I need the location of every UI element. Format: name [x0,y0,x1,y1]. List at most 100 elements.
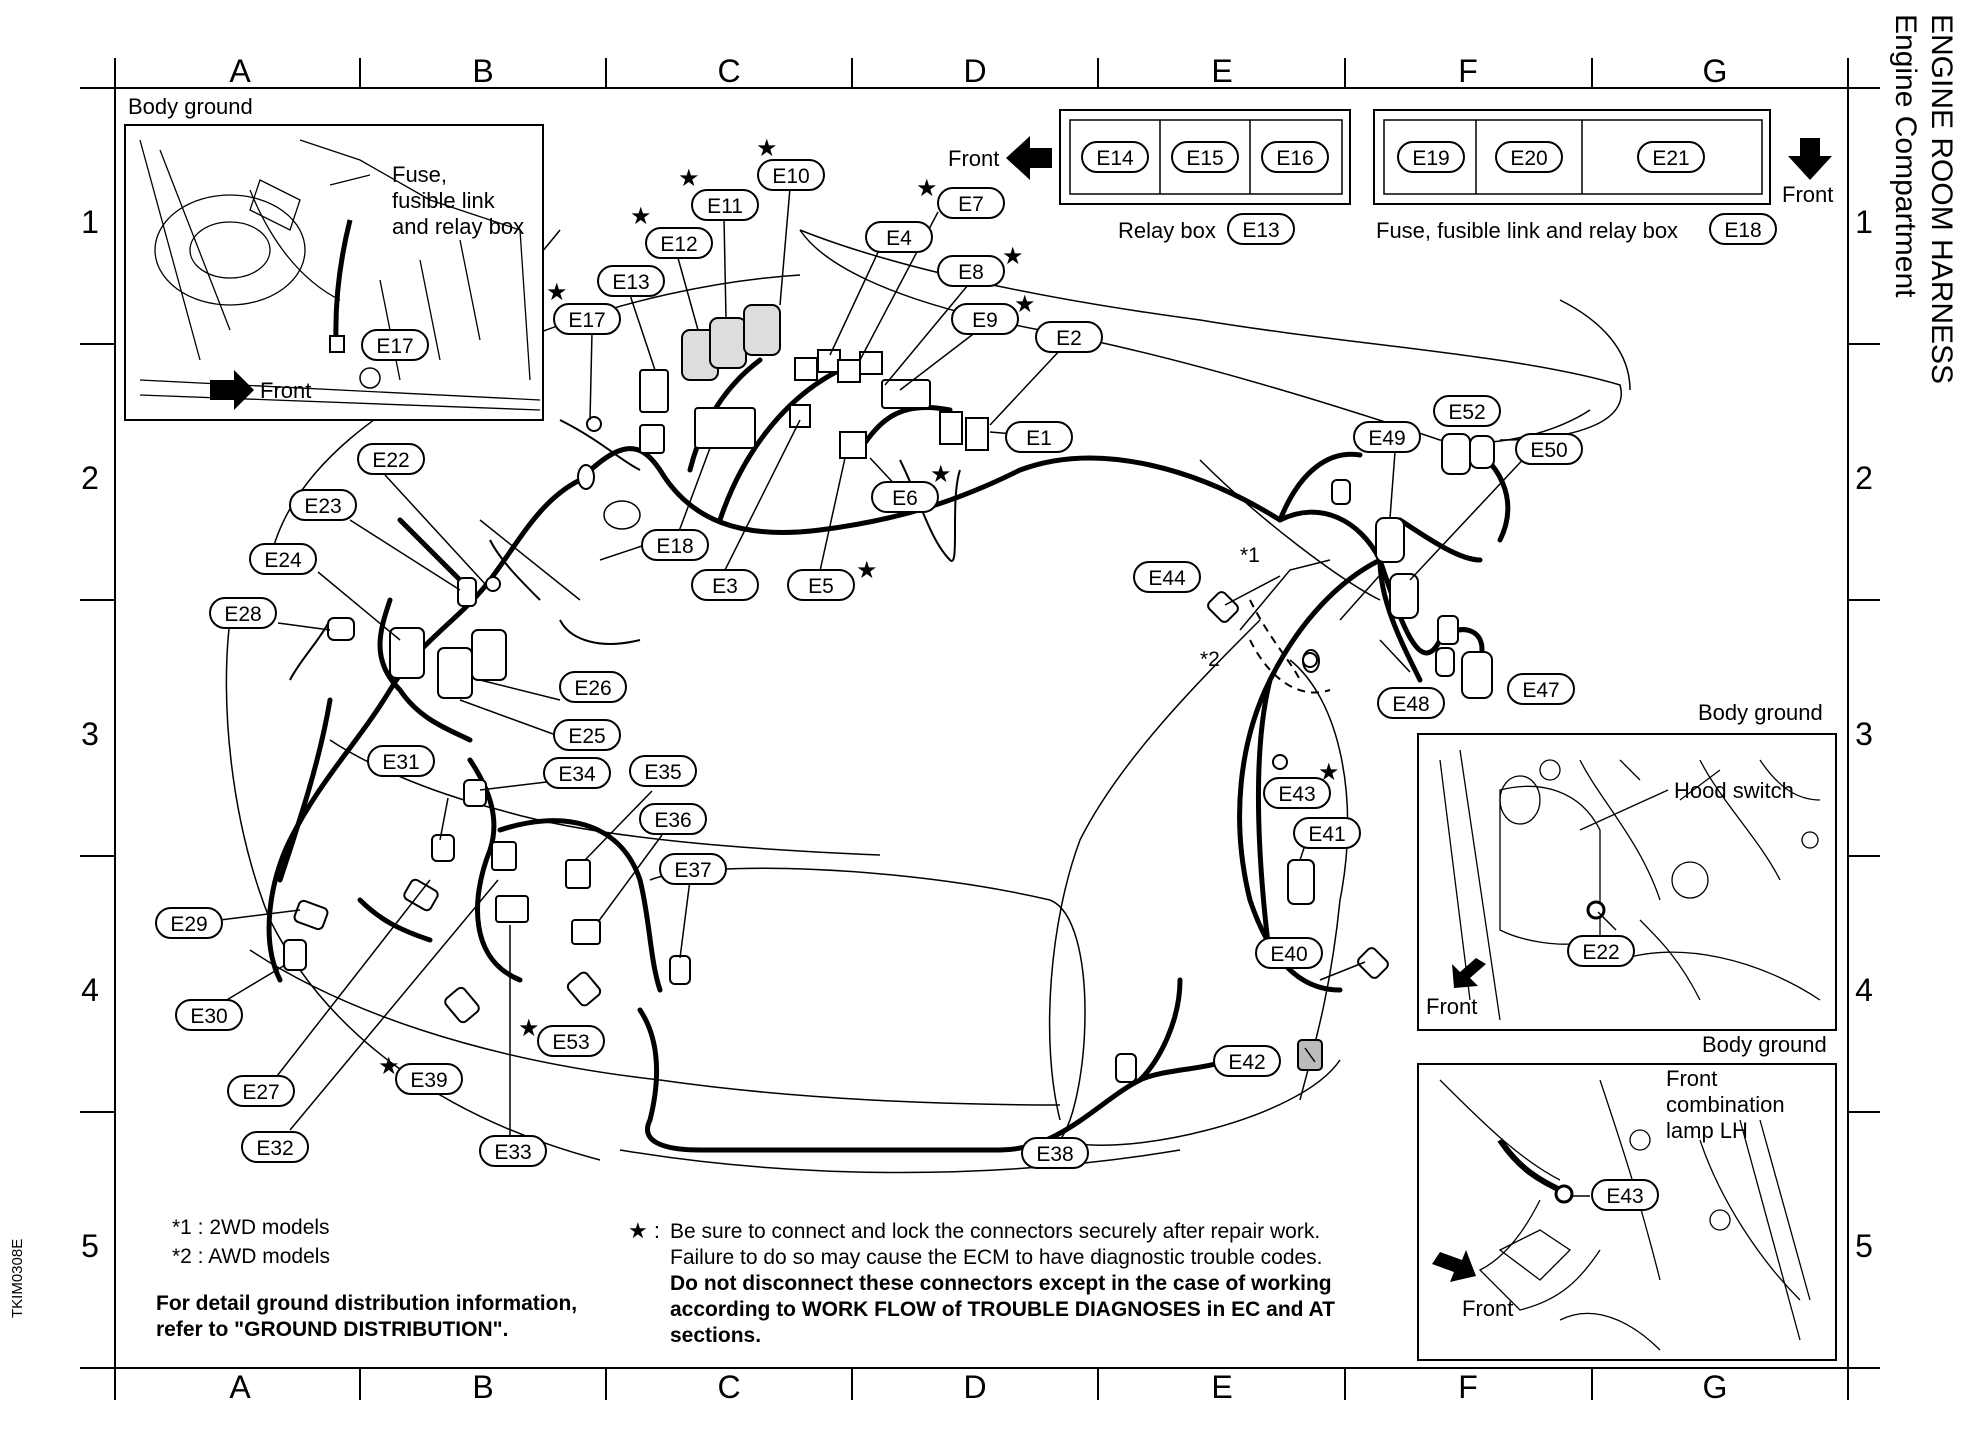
tag-e8: E8 [937,255,1005,287]
svg-text:E18: E18 [1724,219,1761,242]
front-arrow-down-icon [1788,138,1832,180]
svg-text:E6: E6 [892,487,918,510]
tag-e43: E43 [1263,777,1331,809]
col-f-top: F [1458,53,1478,89]
inset-tl-label-3: and relay box [392,214,524,239]
svg-text:E30: E30 [190,1005,227,1028]
tag-e52: E52 [1433,395,1501,427]
tag-e21: E21 [1637,141,1705,173]
inset-tl-label-2: fusible link [392,188,496,213]
tag-e50: E50 [1515,433,1583,465]
svg-text:E38: E38 [1036,1143,1073,1166]
svg-text:E7: E7 [958,193,984,216]
col-d-top: D [963,53,986,89]
front-arrow-left-icon [1006,136,1052,180]
tag-e13-caption: E13 [1227,213,1295,245]
tag-e35: E35 [629,755,697,787]
svg-text:E15: E15 [1186,147,1223,170]
svg-text:E18: E18 [656,535,693,558]
tag-e24: E24 [249,543,317,575]
tag-e30: E30 [175,999,243,1031]
svg-text:E22: E22 [372,449,409,472]
tag-e38: E38 [1021,1137,1089,1169]
svg-text:E43: E43 [1278,783,1315,806]
note-ground-2: refer to "GROUND DISTRIBUTION". [156,1318,508,1341]
tag-e40: E40 [1255,937,1323,969]
tag-e1: E1 [1005,421,1073,453]
inset-front-lamp [1417,1063,1837,1361]
note-star-5: sections. [670,1324,761,1347]
svg-text:E8: E8 [958,261,984,284]
star-e43: ★ [1318,759,1340,786]
svg-text:E41: E41 [1308,823,1345,846]
front-arrow-hood-icon [1452,958,1486,988]
svg-text:E17: E17 [376,335,413,358]
tag-e37: E37 [659,853,727,885]
col-b-top: B [472,53,493,89]
row-3-right: 3 [1855,716,1873,752]
svg-text:E24: E24 [264,549,302,572]
tag-e18: E18 [641,529,709,561]
tag-e2: E2 [1035,321,1103,353]
tag-e44: E44 [1133,561,1201,593]
svg-text:E49: E49 [1368,427,1405,450]
note-star-4: according to WORK FLOW of TROUBLE DIAGNO… [670,1298,1335,1321]
svg-text:E26: E26 [574,677,611,700]
tag-e7: E7 [937,187,1005,219]
svg-text:E27: E27 [242,1081,279,1104]
svg-text:E21: E21 [1652,147,1689,170]
svg-text:E39: E39 [410,1069,447,1092]
tag-e6: E6 [871,481,939,513]
svg-text:E20: E20 [1510,147,1547,170]
star-e6: ★ [930,461,952,488]
col-a-bottom: A [229,1369,251,1405]
col-a-top: A [229,53,251,89]
inset-lamp-label-3: lamp LH [1666,1118,1748,1143]
row-2-left: 2 [81,460,99,496]
col-e-bottom: E [1211,1369,1232,1405]
front-arrow-lamp-icon [1432,1250,1476,1282]
svg-text:E28: E28 [224,603,261,626]
svg-text:E13: E13 [612,271,649,294]
tag-e18-caption: E18 [1709,213,1777,245]
svg-text:E53: E53 [552,1031,589,1054]
col-f-bottom: F [1458,1369,1478,1405]
svg-text:E33: E33 [494,1141,531,1164]
inset-tl-front: Front [260,378,311,403]
tag-e22-inset: E22 [1567,935,1635,967]
note-star-2: Failure to do so may cause the ECM to ha… [670,1246,1323,1269]
note-star-1: Be sure to connect and lock the connecto… [670,1220,1320,1243]
col-g-bottom: G [1703,1369,1728,1405]
col-e-top: E [1211,53,1232,89]
fuse-box-front: Front [1782,182,1833,207]
svg-text:E35: E35 [644,761,681,784]
svg-text:E31: E31 [382,751,419,774]
svg-text:E10: E10 [772,165,809,188]
star-e39: ★ [378,1053,400,1080]
svg-text:E25: E25 [568,725,605,748]
harness-thin-wiring [289,419,1331,694]
tag-e17: E17 [553,303,621,335]
svg-text:E40: E40 [1270,943,1307,966]
tag-e19: E19 [1397,141,1465,173]
star-e9: ★ [1014,291,1036,318]
svg-text:E37: E37 [674,859,711,882]
tag-e11: E11 [691,189,759,221]
relay-box-caption: Relay box [1118,218,1216,243]
svg-text:E52: E52 [1448,401,1485,424]
tag-e3: E3 [691,569,759,601]
row-4-right: 4 [1855,972,1873,1008]
svg-text:E16: E16 [1276,147,1313,170]
tag-e22: E22 [357,443,425,475]
tag-e39: E39 [395,1063,463,1095]
inset-tl-label-1: Fuse, [392,162,447,187]
inset-hood-switch [1417,733,1837,1031]
diagram-subtitle: Engine Compartment [1889,14,1922,298]
inset-body-ground-top-left [124,124,544,421]
star-e12: ★ [630,203,652,230]
inset-hood-label: Hood switch [1674,778,1794,803]
svg-text:E42: E42 [1228,1051,1265,1074]
tag-e49: E49 [1353,421,1421,453]
svg-text:E13: E13 [1242,219,1279,242]
svg-text:E32: E32 [256,1137,293,1160]
